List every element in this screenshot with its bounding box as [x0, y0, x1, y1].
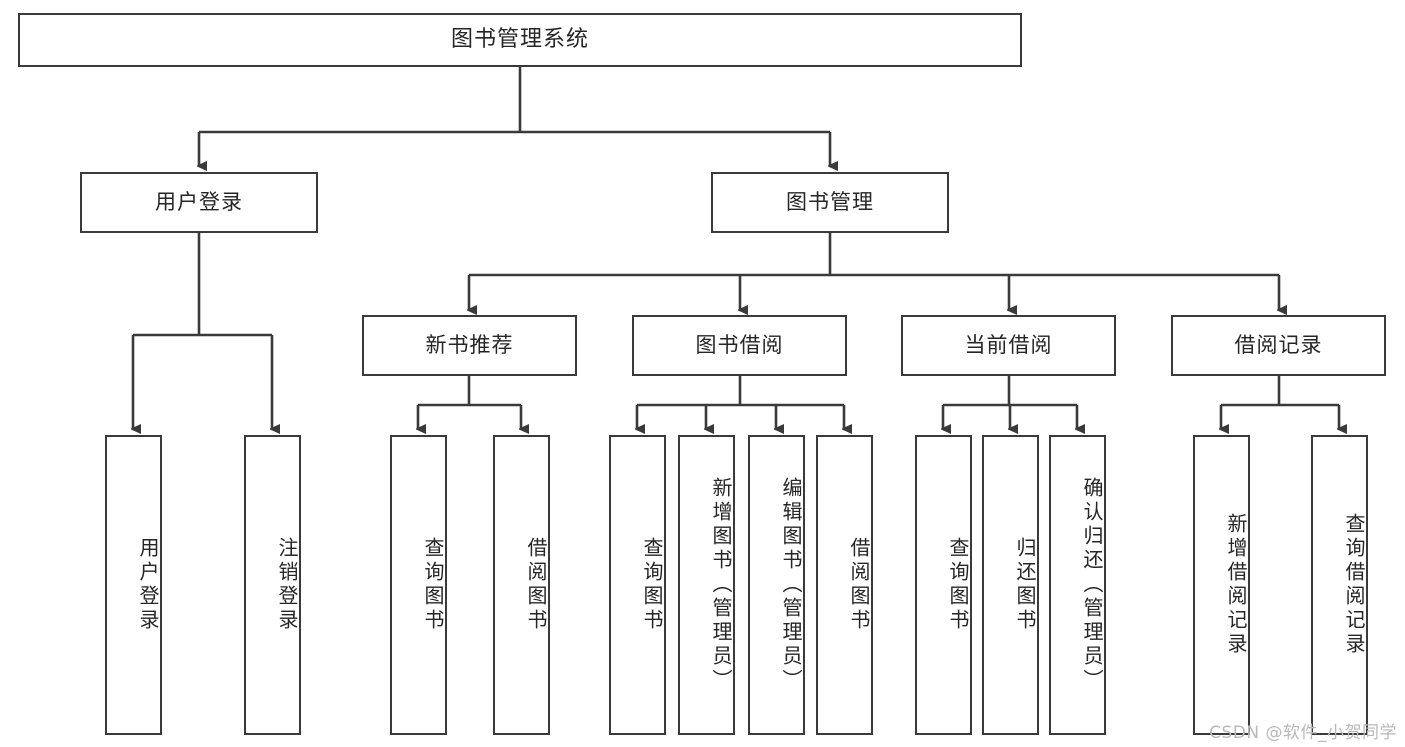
csdn-watermark: CSDN @软件_小贺同学 [1209, 723, 1397, 743]
node-label: 新书推荐 [425, 332, 514, 357]
node-label: 查询图书 [421, 537, 445, 633]
node-book-management[interactable]: 图书管理 [711, 172, 949, 233]
node-leaf-current-borrow-confirm-admin[interactable]: 确认归还（管理员） [1049, 435, 1106, 735]
node-leaf-new-book-query[interactable]: 查询图书 [390, 435, 447, 735]
node-label: 编辑图书（管理员） [779, 477, 803, 693]
node-leaf-user-login-signout[interactable]: 注销登录 [244, 435, 301, 735]
node-label: 用户登录 [136, 537, 160, 633]
node-label: 新增借阅记录 [1224, 513, 1248, 657]
node-user-login[interactable]: 用户登录 [80, 172, 318, 233]
node-label: 用户登录 [155, 189, 243, 214]
node-new-book-recommendation[interactable]: 新书推荐 [362, 315, 577, 376]
node-current-borrowing[interactable]: 当前借阅 [901, 315, 1116, 376]
node-label: 借阅记录 [1234, 332, 1323, 357]
node-label: 当前借阅 [964, 332, 1053, 357]
node-leaf-current-borrow-query[interactable]: 查询图书 [915, 435, 972, 735]
node-root-book-management-system[interactable]: 图书管理系统 [18, 13, 1022, 67]
node-label: 图书管理 [786, 189, 874, 214]
node-leaf-borrow-record-add[interactable]: 新增借阅记录 [1193, 435, 1250, 735]
node-leaf-new-book-borrow[interactable]: 借阅图书 [493, 435, 550, 735]
node-leaf-borrow-record-query[interactable]: 查询借阅记录 [1311, 435, 1368, 735]
node-leaf-book-borrow-query[interactable]: 查询图书 [609, 435, 666, 735]
node-book-borrowing[interactable]: 图书借阅 [632, 315, 847, 376]
node-label: 图书管理系统 [450, 26, 589, 52]
node-label: 归还图书 [1013, 537, 1037, 633]
node-label: 注销登录 [275, 537, 299, 633]
node-leaf-book-borrow-add-admin[interactable]: 新增图书（管理员） [678, 435, 735, 735]
node-label: 查询图书 [946, 537, 970, 633]
node-label: 确认归还（管理员） [1080, 477, 1104, 693]
node-leaf-user-login-signin[interactable]: 用户登录 [105, 435, 162, 735]
node-label: 查询借阅记录 [1342, 513, 1366, 657]
node-borrowing-records[interactable]: 借阅记录 [1171, 315, 1386, 376]
node-label: 新增图书（管理员） [709, 477, 733, 693]
node-label: 借阅图书 [847, 537, 871, 633]
node-leaf-book-borrow-edit-admin[interactable]: 编辑图书（管理员） [748, 435, 805, 735]
node-leaf-book-borrow-borrow[interactable]: 借阅图书 [816, 435, 873, 735]
node-leaf-current-borrow-return[interactable]: 归还图书 [982, 435, 1039, 735]
node-label: 图书借阅 [695, 332, 784, 357]
node-label: 借阅图书 [524, 537, 548, 633]
node-label: 查询图书 [640, 537, 664, 633]
